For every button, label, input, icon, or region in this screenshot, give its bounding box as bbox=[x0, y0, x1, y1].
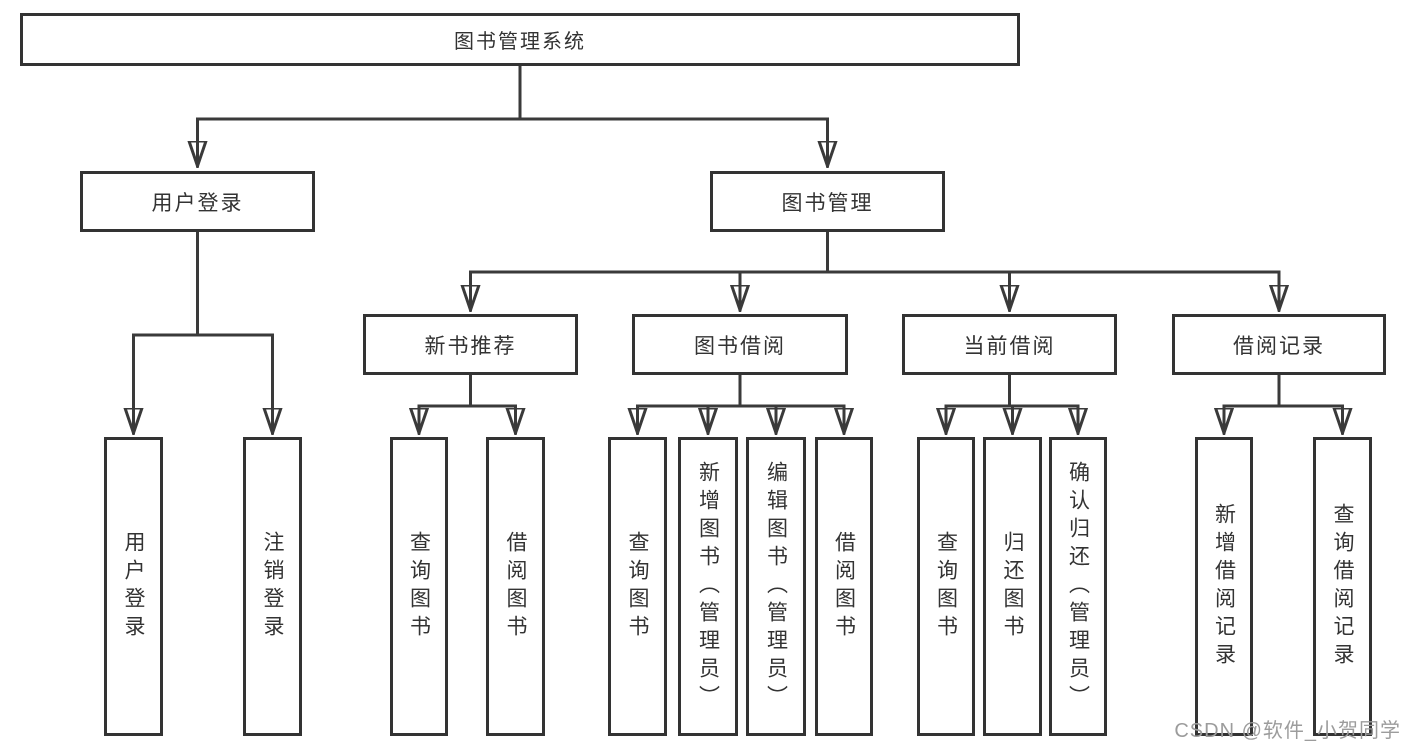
edges-book-borrow bbox=[638, 373, 845, 433]
node-book-borrow: 图书借阅 bbox=[632, 314, 848, 375]
node-user-login: 用户登录 bbox=[80, 171, 315, 232]
node-borrow-records: 借阅记录 bbox=[1172, 314, 1386, 375]
node-leaf-confirm-return: 确认归还（管理员） bbox=[1049, 437, 1107, 736]
node-leaf-add-record: 新增借阅记录 bbox=[1195, 437, 1253, 736]
edges-root bbox=[198, 64, 828, 166]
node-leaf-return-book: 归还图书 bbox=[983, 437, 1042, 736]
node-book-mgmt: 图书管理 bbox=[710, 171, 945, 232]
node-leaf-query-book-2: 查询图书 bbox=[608, 437, 667, 736]
edges-borrow-records bbox=[1224, 373, 1343, 433]
node-leaf-user-login: 用户登录 bbox=[104, 437, 163, 736]
csdn-watermark: CSDN @软件_小贺同学 bbox=[1174, 720, 1401, 742]
node-root: 图书管理系统 bbox=[20, 13, 1020, 66]
edges-current-borrow bbox=[946, 373, 1078, 433]
node-leaf-query-record: 查询借阅记录 bbox=[1313, 437, 1372, 736]
node-leaf-logout: 注销登录 bbox=[243, 437, 302, 736]
node-current-borrow: 当前借阅 bbox=[902, 314, 1117, 375]
node-leaf-add-book: 新增图书（管理员） bbox=[678, 437, 738, 736]
node-leaf-borrow-book-2: 借阅图书 bbox=[815, 437, 873, 736]
node-leaf-query-book-3: 查询图书 bbox=[917, 437, 975, 736]
node-leaf-borrow-book-1: 借阅图书 bbox=[486, 437, 545, 736]
edges-new-book-rec bbox=[419, 373, 516, 433]
edges-user-login bbox=[134, 230, 273, 433]
node-new-book-rec: 新书推荐 bbox=[363, 314, 578, 375]
node-leaf-query-book-1: 查询图书 bbox=[390, 437, 448, 736]
edges-book-mgmt bbox=[471, 230, 1280, 310]
node-leaf-edit-book: 编辑图书（管理员） bbox=[746, 437, 806, 736]
